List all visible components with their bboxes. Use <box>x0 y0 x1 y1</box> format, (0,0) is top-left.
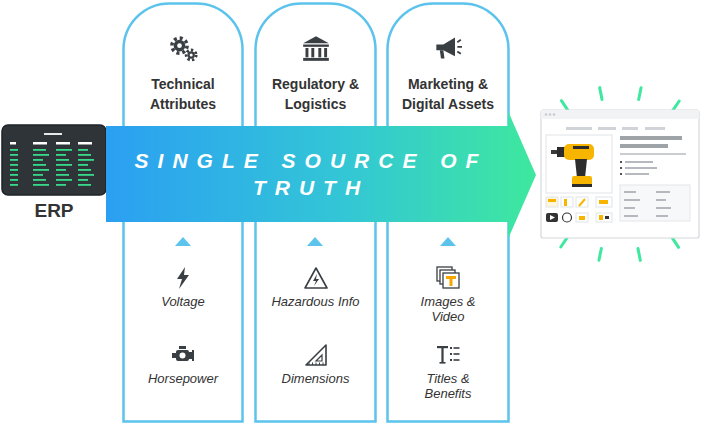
attribute-label: Horsepower <box>128 371 238 386</box>
attribute-label: Images & Video <box>412 294 484 324</box>
text-holder: Titles & Benefits <box>412 371 484 401</box>
column-heading: Marketing & Digital Assets <box>392 74 504 114</box>
up-triangle <box>175 237 456 246</box>
burst-ray <box>600 88 602 100</box>
text-holder: ERP <box>0 200 108 222</box>
bank-icon <box>302 34 330 62</box>
text-holder: Dimensions <box>260 371 371 386</box>
burst-ray <box>599 248 601 260</box>
text-holder: Technical Attributes <box>128 74 238 114</box>
attribute-label: Titles & Benefits <box>412 371 484 401</box>
bolt-icon <box>171 266 195 290</box>
text-holder: Regulatory & Logistics <box>260 74 371 114</box>
attribute-label: Hazardous Info <box>260 294 371 309</box>
burst-ray <box>672 237 679 247</box>
erp-screen <box>0 122 108 196</box>
text-holder: Images & Video <box>412 294 484 324</box>
product-page-mockup <box>541 110 699 238</box>
text-holder: Voltage <box>128 294 238 309</box>
attribute-item: Images & Video <box>390 266 506 324</box>
drill-image <box>551 144 594 187</box>
textlist-icon <box>436 343 460 367</box>
ruler-icon <box>304 343 328 367</box>
attribute-label: Dimensions <box>260 371 371 386</box>
column-heading: Regulatory & Logistics <box>260 74 371 114</box>
erp-system: ERP <box>0 122 108 222</box>
arrow-shape <box>106 110 538 240</box>
system-label: ERP <box>0 200 108 222</box>
text-holder: Hazardous Info <box>260 294 371 309</box>
burst-ray <box>638 249 640 261</box>
attribute-item: Voltage <box>126 266 240 309</box>
arrow-band: SINGLE SOURCE OF TRUTH <box>106 110 538 240</box>
text-holder: Horsepower <box>128 371 238 386</box>
attribute-item: Dimensions <box>258 343 373 386</box>
attribute-item: Hazardous Info <box>258 266 373 309</box>
burst-ray <box>561 101 568 111</box>
attribute-label: Voltage <box>128 294 238 309</box>
images-icon <box>436 266 460 290</box>
attribute-item: Titles & Benefits <box>390 343 506 401</box>
engine-icon <box>171 343 195 367</box>
text-holder: Marketing & Digital Assets <box>392 74 504 114</box>
gears-icon <box>169 34 197 62</box>
burst-ray <box>639 88 641 100</box>
text-holder: SINGLE SOURCE OF TRUTH <box>131 126 491 222</box>
banner-text: SINGLE SOURCE OF TRUTH <box>131 147 491 201</box>
hazard-icon <box>304 266 328 290</box>
column-heading: Technical Attributes <box>128 74 238 114</box>
attribute-item: Horsepower <box>126 343 240 386</box>
megaphone-icon <box>434 34 462 62</box>
